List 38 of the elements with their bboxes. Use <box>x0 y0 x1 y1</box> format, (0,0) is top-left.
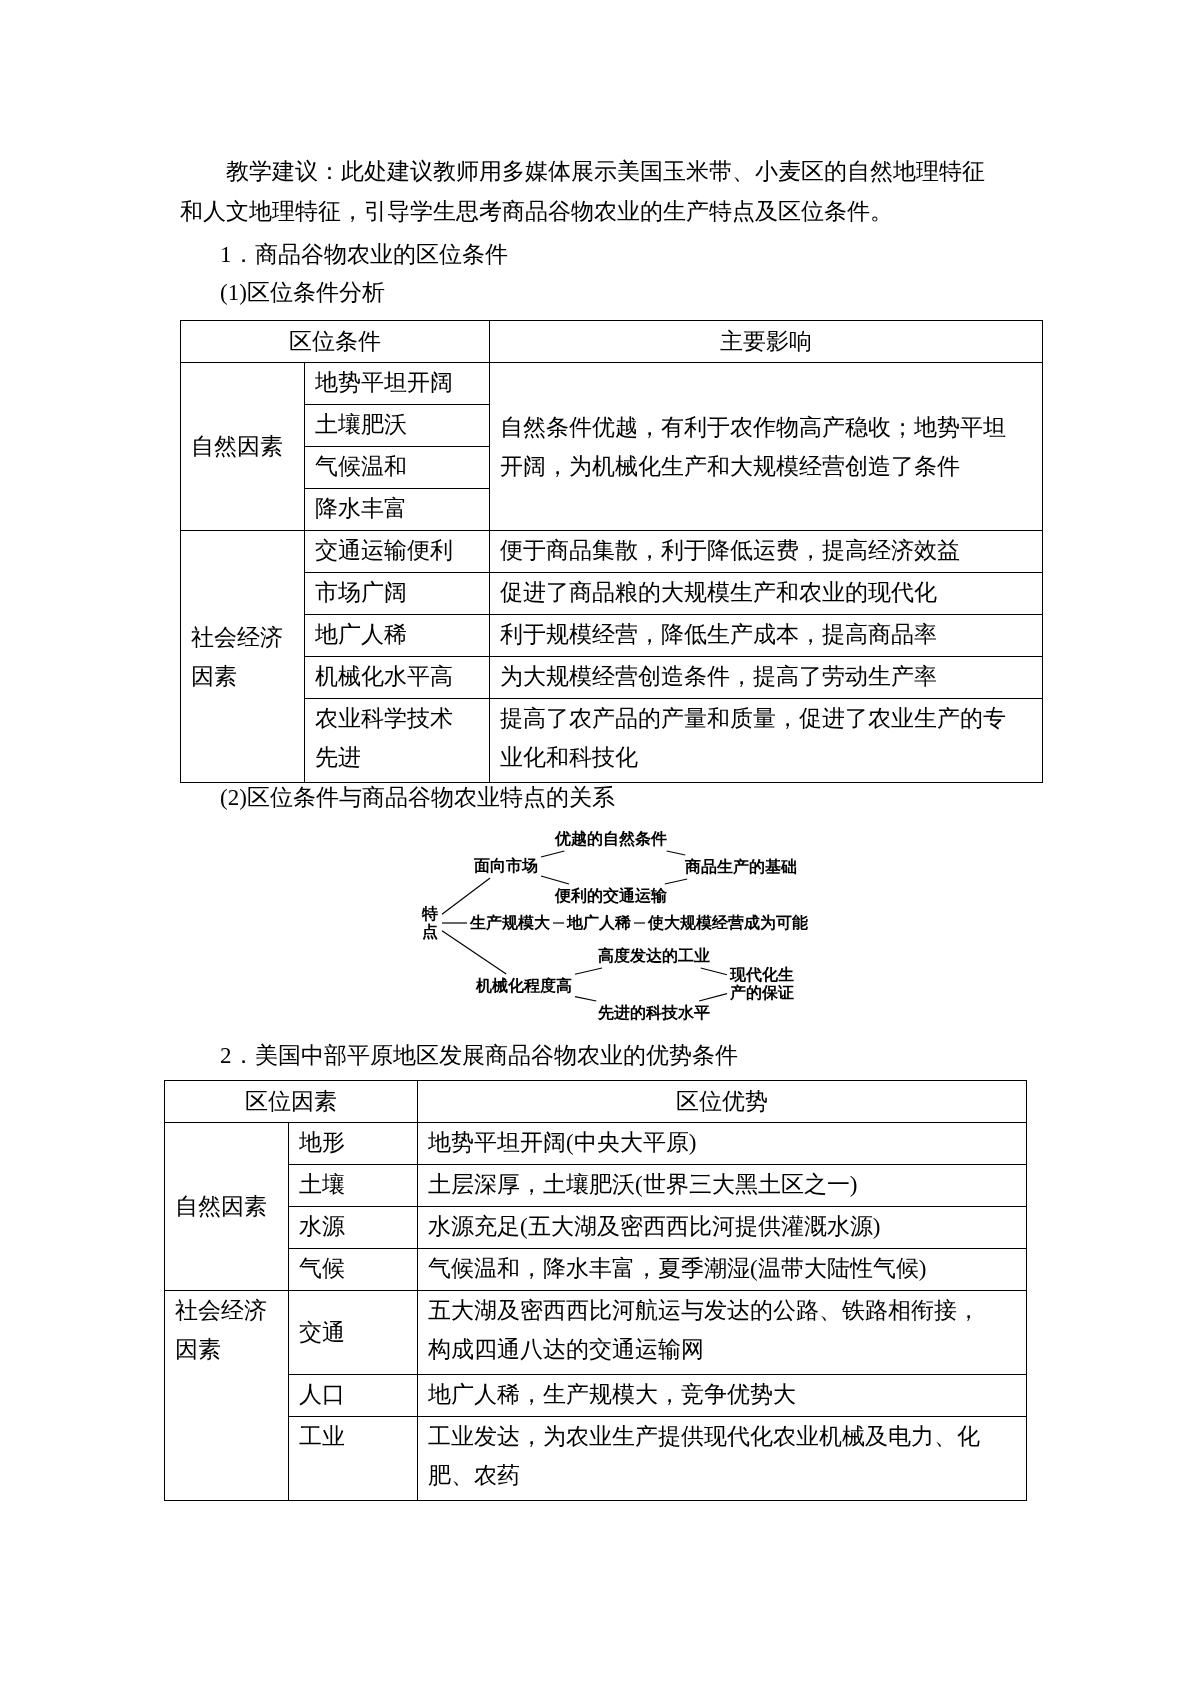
concept-text: 特点 <box>422 905 439 941</box>
concept-text: 生产规模大 <box>470 914 550 932</box>
concept-text: 机械化程度高 <box>476 977 572 995</box>
concept-text: 商品生产的基础 <box>685 858 797 876</box>
connector-line <box>698 993 728 1002</box>
concept-text: 高度发达的工业 <box>598 947 710 965</box>
concept-text: 便利的交通运输 <box>555 887 667 905</box>
connector-line <box>441 930 507 975</box>
connector-line <box>540 875 570 885</box>
connector-line <box>666 850 686 856</box>
connector-line <box>574 967 603 975</box>
table-header-cell: 区位优势 <box>417 1080 1027 1123</box>
section-heading: 2．美国中部平原地区发展商品谷物农业的优势条件 <box>220 1042 738 1070</box>
section-heading: (2)区位条件与商品谷物农业特点的关系 <box>220 784 615 812</box>
table-cell: 社会经济因素 <box>164 1290 289 1501</box>
concept-text: 地广人稀 <box>567 914 631 932</box>
connector-line <box>552 922 565 924</box>
section-heading: 1．商品谷物农业的区位条件 <box>220 241 508 269</box>
table-cell: 提高了农产品的产量和质量，促进了农业生产的专业化和科技化 <box>489 698 1043 783</box>
concept-text: 现代化生产的保证 <box>730 966 796 1002</box>
connector-line <box>441 877 491 915</box>
connector-line <box>540 850 565 858</box>
concept-text: 优越的自然条件 <box>555 830 667 848</box>
table-header-cell: 主要影响 <box>489 320 1043 363</box>
table-header-cell: 区位条件 <box>180 320 490 363</box>
connector-line <box>633 922 646 924</box>
connector-line <box>574 996 597 1002</box>
connector-line <box>441 922 468 924</box>
concept-text: 先进的科技水平 <box>598 1004 710 1022</box>
table-cell: 工业发达，为农业生产提供现代化农业机械及电力、化肥、农药 <box>417 1416 1027 1501</box>
table-cell: 社会经济因素 <box>180 530 305 783</box>
connector-line <box>664 878 688 885</box>
table-header-cell: 区位因素 <box>164 1080 418 1123</box>
paragraph: 教学建议：此处建议教师用多媒体展示美国玉米带、小麦区的自然地理特征和人文地理特征，引导学生思考商品谷物农业的生产特点及区位条件。 <box>180 158 986 226</box>
section-heading: (1)区位条件分析 <box>220 279 385 307</box>
concept-text: 面向市场 <box>474 857 538 875</box>
concept-text: 使大规模经营成为可能 <box>648 914 808 932</box>
connector-line <box>700 967 728 976</box>
